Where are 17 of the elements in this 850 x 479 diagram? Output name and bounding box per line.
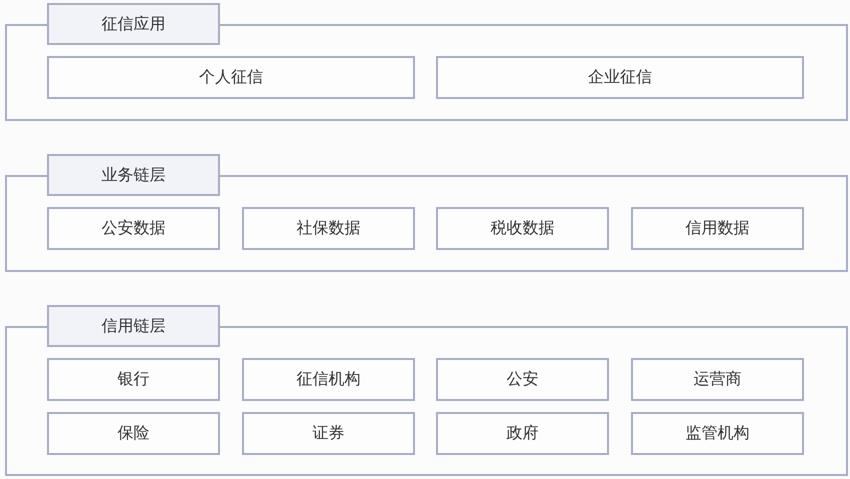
category-box: 信用数据 (631, 207, 804, 250)
category-box: 社保数据 (242, 207, 415, 250)
layer-title-tab: 信用链层 (47, 305, 220, 347)
category-box: 证券 (242, 412, 415, 455)
category-box: 公安 (436, 358, 609, 401)
category-box: 征信机构 (242, 358, 415, 401)
category-box: 银行 (47, 358, 220, 401)
category-box: 个人征信 (47, 56, 415, 99)
category-box: 公安数据 (47, 207, 220, 250)
layer-title-tab: 征信应用 (47, 3, 220, 45)
category-box: 企业征信 (436, 56, 804, 99)
category-box: 税收数据 (436, 207, 609, 250)
category-box: 运营商 (631, 358, 804, 401)
layer-title-tab: 业务链层 (47, 154, 220, 196)
category-box: 监管机构 (631, 412, 804, 455)
category-box: 保险 (47, 412, 220, 455)
category-box: 政府 (436, 412, 609, 455)
